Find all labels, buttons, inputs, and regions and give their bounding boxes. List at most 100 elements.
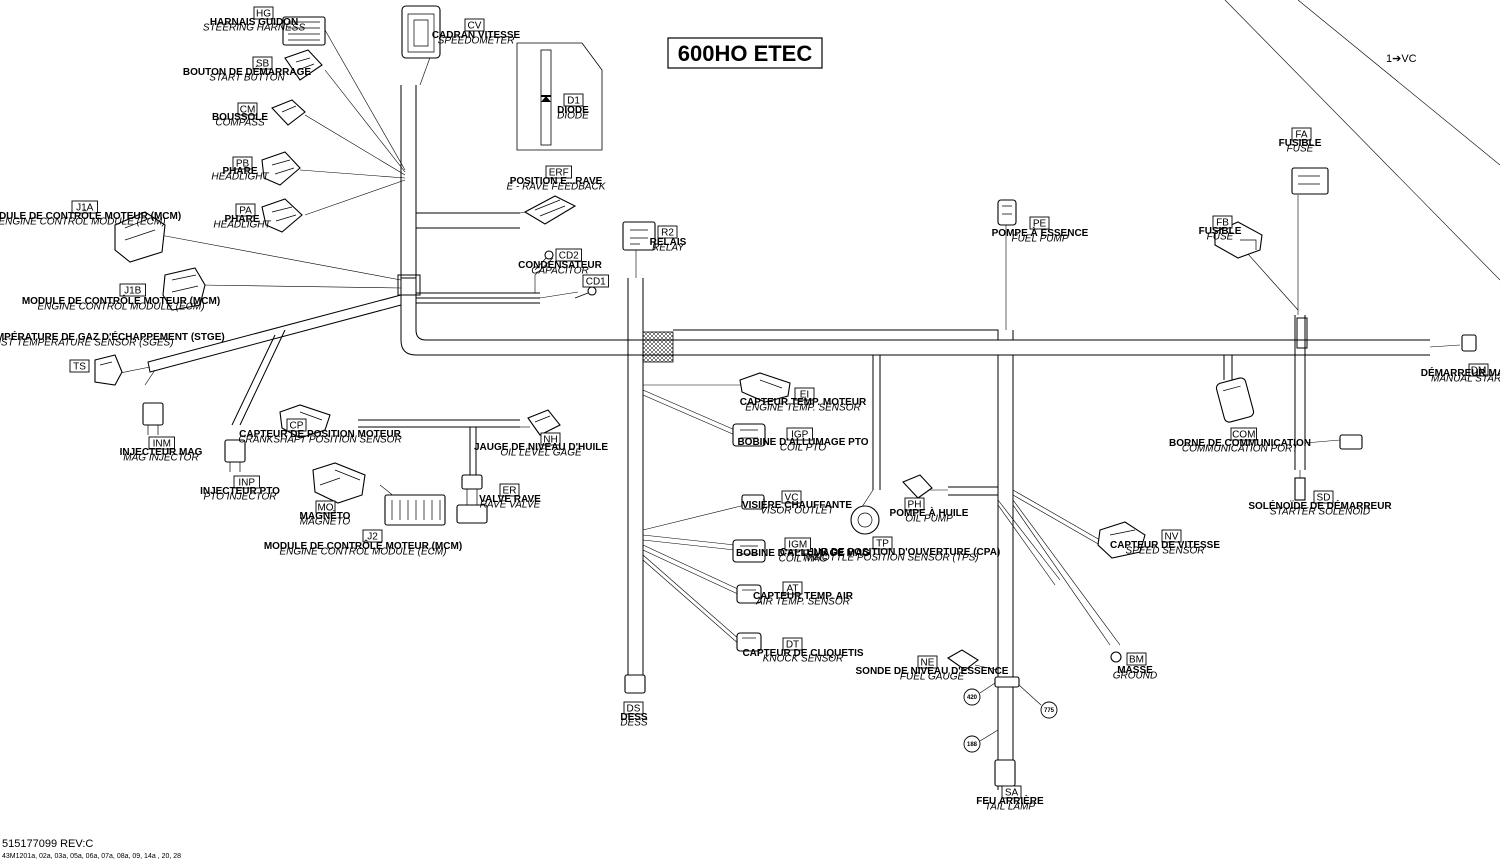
connector-code-er: ER (503, 486, 517, 497)
connector-sd-icon (1294, 477, 1306, 501)
connector-desc-fr-cm: BOUSSOLE (212, 112, 268, 123)
connector-desc-fr-igp: BOBINE D'ALLUMAGE PTO (737, 437, 868, 448)
connector-code-cp: CP (290, 421, 304, 432)
model-title-box: 600HO ETEC (667, 37, 823, 69)
label-ts: TSCAPTEUR DE TEMPÉRATURE DE GAZ D'ÉCHAPP… (0, 330, 225, 373)
connector-desc-en-tp: THROTTLE POSITION SENSOR (TPS) (801, 553, 978, 564)
connector-desc-fr-ei: CAPTEUR TEMP. MOTEUR (740, 397, 867, 408)
connector-desc-en-nh: OIL LEVEL GAGE (500, 448, 582, 459)
connector-desc-fr-fa: FUSIBLE (1279, 138, 1322, 149)
diode-enclosure (516, 42, 603, 151)
callout-775: 775 (1018, 684, 1058, 719)
connector-cd1-icon (574, 286, 597, 299)
connector-desc-fr-inm: INJECTEUR MAG (120, 447, 203, 458)
illustration-references: 43M1201a, 02a, 03a, 05a, 06a, 07a, 08a, … (2, 853, 182, 860)
connector-desc-en-ne: FUEL GAUGE (900, 672, 965, 683)
connector-fb-icon (1214, 221, 1263, 259)
fuel-sender-icon (994, 676, 1020, 688)
connector-desc-en-vc: VISOR OUTLET (760, 506, 834, 517)
connector-fa-icon (1291, 167, 1329, 195)
connector-desc-fr-dm: DÉMARREUR MANUEL (1421, 366, 1500, 379)
connector-bm-icon (1110, 651, 1122, 663)
connector-code-hg: HG (256, 9, 271, 20)
connector-j1a-icon (114, 211, 166, 263)
connector-desc-fr-nv: CAPTEUR DE VITESSE (1110, 540, 1220, 551)
cross-ref-label: 1➔VC (1386, 53, 1417, 65)
connector-code-ei: EI (800, 390, 809, 401)
connector-desc-fr-j1a: MODULE DE CONTRÔLE MOTEUR (MCM) (0, 209, 181, 222)
connector-desc-fr-sd: SOLÉNOÏDE DE DÉMARREUR (1248, 499, 1392, 512)
connector-code-at: AT (786, 584, 798, 595)
connector-code-fa: FA (1295, 130, 1308, 141)
part-number: 515177099 REV:C (2, 838, 94, 850)
connector-desc-fr-pe: POMPE À ESSENCE (992, 226, 1089, 239)
connector-code-tp: TP (876, 539, 889, 550)
connector-code-j1b: J1B (124, 286, 142, 297)
connector-code-bm: BM (1129, 655, 1144, 666)
connector-code-j1a: J1A (76, 203, 94, 214)
connector-desc-en-pa: HEADLIGHT (213, 220, 271, 231)
connector-desc-en-nv: SPEED SENSOR (1126, 546, 1205, 557)
connector-glyphs (94, 5, 1477, 787)
connector-desc-fr-bm: MASSE (1117, 665, 1153, 676)
connector-code-igm: IGM (788, 540, 807, 551)
connector-desc-en-inm: MAG INJECTOR (123, 453, 198, 464)
connector-desc-fr-pa: PHARE (224, 214, 259, 225)
connector-desc-fr-igm: BOBINE D'ALLUMAGE MAG (736, 548, 870, 559)
connector-desc-en-sa: TAIL LAMP (985, 802, 1036, 813)
connector-j1b-icon (162, 267, 206, 311)
connector-desc-fr-pb: PHARE (222, 166, 257, 177)
connector-pb-icon (261, 151, 301, 186)
connector-desc-en-j1b: ENGINE CONTROL MODULE (ECM) (37, 302, 204, 313)
connector-desc-fr-cd2: CONDENSATEUR (518, 260, 602, 271)
connector-desc-fr-inp: INJECTEUR PTO (200, 486, 280, 497)
connector-code-cm: CM (240, 105, 256, 116)
connector-inm-icon (142, 402, 164, 435)
connector-code-nv: NV (1165, 532, 1179, 543)
connector-desc-fr-sb: BOUTON DE DÉMARRAGE (183, 65, 311, 78)
connector-code-erf: ERF (549, 168, 569, 179)
connector-desc-en-inp: PTO INJECTOR (204, 492, 277, 503)
connector-desc-fr-nh: JAUGE DE NIVEAU D'HUILE (474, 442, 608, 453)
connector-desc-fr-j1b: MODULE DE CONTRÔLE MOTEUR (MCM) (22, 294, 220, 307)
svg-text:775: 775 (1044, 708, 1055, 714)
connector-nh-icon (527, 409, 561, 436)
connector-cd2-icon (534, 250, 554, 271)
connector-mo-icon (312, 462, 366, 504)
connector-code-sd: SD (1317, 493, 1331, 504)
connector-desc-en-pe: FUEL PUMP (1011, 234, 1068, 245)
connector-code-mo: MO (317, 503, 333, 514)
connector-desc-en-ds: DESS (620, 718, 648, 729)
connector-desc-en-fb: FUSE (1207, 232, 1234, 243)
svg-text:188: 188 (967, 742, 978, 748)
connector-hg-icon (282, 16, 326, 46)
connector-desc-en-cp: CRANKSHAFT POSITION SENSOR (238, 435, 401, 446)
connector-desc-en-ph: OIL PUMP (905, 514, 953, 525)
connector-desc-fr-tp: CAPTEUR DE POSITION D'OUVERTURE (CPA) (780, 547, 1001, 558)
connector-desc-en-mo: MAGNETO (300, 517, 351, 528)
connector-ts-icon (94, 354, 123, 386)
connector-desc-fr-er: VALVE RAVE (479, 494, 541, 505)
cross-ref-line (1224, 0, 1500, 281)
connector-code-d1: D1 (567, 96, 580, 107)
connector-desc-en-bm: GROUND (1113, 671, 1157, 682)
